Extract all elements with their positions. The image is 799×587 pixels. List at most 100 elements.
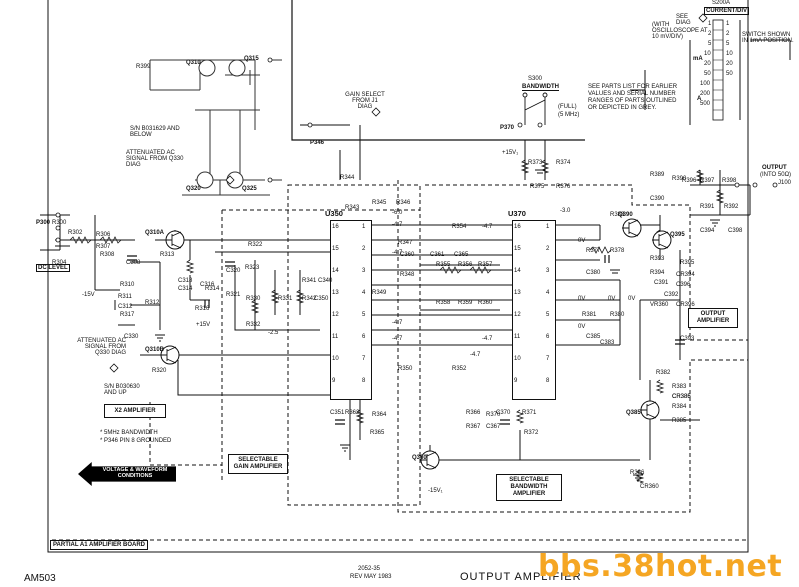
r-label: R360	[478, 300, 493, 306]
u370-pin: 10	[514, 356, 521, 362]
c-label: C318	[178, 278, 193, 284]
c-label: C383	[600, 340, 615, 346]
q320-label: Q320	[186, 186, 201, 192]
q325-label: Q325	[242, 186, 257, 192]
diode-label: VR360	[650, 302, 669, 308]
c-label: C314	[178, 286, 193, 292]
r-label: R347	[398, 240, 413, 246]
sheet-title: OUTPUT AMPLIFIER	[460, 571, 582, 583]
voltage-tag: 0V	[578, 324, 586, 330]
voltage-tag: -4.7	[470, 352, 481, 358]
into-50-label: (INTO 50Ω)	[760, 172, 792, 178]
diode-label: CR360	[640, 484, 659, 490]
u370-pin: 8	[546, 378, 550, 384]
r-label: R346	[396, 200, 411, 206]
c-label: C370	[496, 410, 511, 416]
u350-pin: 15	[332, 246, 339, 252]
p346-label: P346	[310, 140, 325, 146]
voltage-tag: -4.7	[482, 224, 493, 230]
u370-pin: 9	[514, 378, 518, 384]
r-label: R370	[486, 412, 501, 418]
current-div-title: CURRENT/DIV	[704, 7, 750, 15]
r-label: R348	[400, 272, 415, 278]
ic-u370	[512, 220, 556, 400]
q315-label: Q315	[244, 56, 259, 62]
c-label: C316	[200, 282, 215, 288]
u350-pin: 8	[362, 378, 366, 384]
r-label: R372	[524, 430, 539, 436]
r-label: R311	[118, 294, 132, 300]
model-label: AM503	[24, 573, 56, 584]
u370-pin: 2	[546, 246, 550, 252]
r-label: R322	[248, 242, 263, 248]
r-label: R373	[528, 160, 543, 166]
r-label: R304	[52, 260, 67, 266]
c-label: C390	[650, 196, 665, 202]
r-label: R352	[452, 366, 467, 372]
q310b-label: Q310B	[145, 347, 165, 353]
selectable-gain-label: SELECTABLE GAIN AMPLIFIER	[228, 454, 288, 474]
output-amplifier-label: OUTPUT AMPLIFIER	[688, 308, 738, 328]
x2-amplifier-label: X2 AMPLIFIER	[104, 404, 166, 418]
u350-pin: 2	[362, 246, 366, 252]
u370-pin: 7	[546, 356, 550, 362]
voltage-tag: -6.0	[392, 210, 403, 216]
switch-note: SWITCH SHOWN IN 1mA POSITION.	[742, 32, 794, 44]
doc-number: 2052-35	[358, 566, 381, 572]
q310a-label: Q310A	[145, 230, 165, 236]
u370-pin: 4	[546, 290, 550, 296]
r-label: R386	[630, 470, 645, 476]
q310-label: Q310	[186, 60, 201, 66]
switch-pos: 500	[700, 101, 711, 107]
r-label: R344	[340, 175, 355, 181]
u350-pin: 16	[332, 224, 339, 230]
dc-level-label: DC LEVEL	[36, 264, 70, 272]
switch-pos: 20	[726, 61, 733, 67]
r-label: R341	[302, 278, 317, 284]
c-label: C350	[314, 296, 329, 302]
r-label: R389	[650, 172, 665, 178]
r-label: R350	[398, 366, 413, 372]
diode-label: CR394	[676, 272, 695, 278]
u350-pin: 3	[362, 268, 366, 274]
r-label: R388	[610, 212, 625, 218]
c-label: C330	[124, 334, 139, 340]
voltage-tag: -2.5	[268, 330, 279, 336]
r-label: R378	[610, 248, 625, 254]
sn-bottom-note: S/N B030630 AND UP	[104, 384, 140, 396]
selectable-bandwidth-label: SELECTABLE BANDWIDTH AMPLIFIER	[496, 474, 562, 501]
r-label: R323	[245, 265, 260, 271]
c-label: C396	[676, 282, 691, 288]
r-label: R364	[372, 412, 387, 418]
switch-pos: 1	[726, 21, 730, 27]
c-label: C385	[586, 334, 601, 340]
switch-pos: 50	[726, 71, 733, 77]
r-label: R371	[522, 410, 537, 416]
voltage-tag: -4.7	[482, 336, 493, 342]
u350-pin: 4	[362, 290, 366, 296]
c-label: C351	[330, 410, 345, 416]
switch-pos: 10	[704, 51, 711, 57]
r-label: R345	[372, 200, 387, 206]
voltage-tag: -4.7	[392, 336, 403, 342]
u370-pin: 1	[546, 224, 550, 230]
u370-pin: 5	[546, 312, 550, 318]
c-label: C367	[486, 424, 501, 430]
c-label: C365	[454, 252, 469, 258]
voltage-waveform-label: VOLTAGE & WAVEFORM CONDITIONS	[102, 467, 168, 479]
r-label: R367	[466, 424, 481, 430]
switch-pos: 50	[704, 71, 711, 77]
ic-u370-label: U370	[508, 209, 526, 218]
see-diag-note: SEE DIAG	[676, 14, 691, 26]
r-label: R343	[345, 205, 360, 211]
r-label: R354	[452, 224, 467, 230]
r-label: R342	[302, 296, 317, 302]
r-label: R316	[195, 306, 210, 312]
voltage-tag: 0V	[578, 238, 586, 244]
r-label: R396	[682, 178, 697, 184]
ma-label: mA	[693, 56, 703, 62]
voltage-tag: 0V	[628, 296, 636, 302]
s300-label: S300	[528, 76, 543, 82]
attenuated-top-note: ATTENUATED AC SIGNAL FROM Q330 DIAG	[126, 150, 184, 168]
